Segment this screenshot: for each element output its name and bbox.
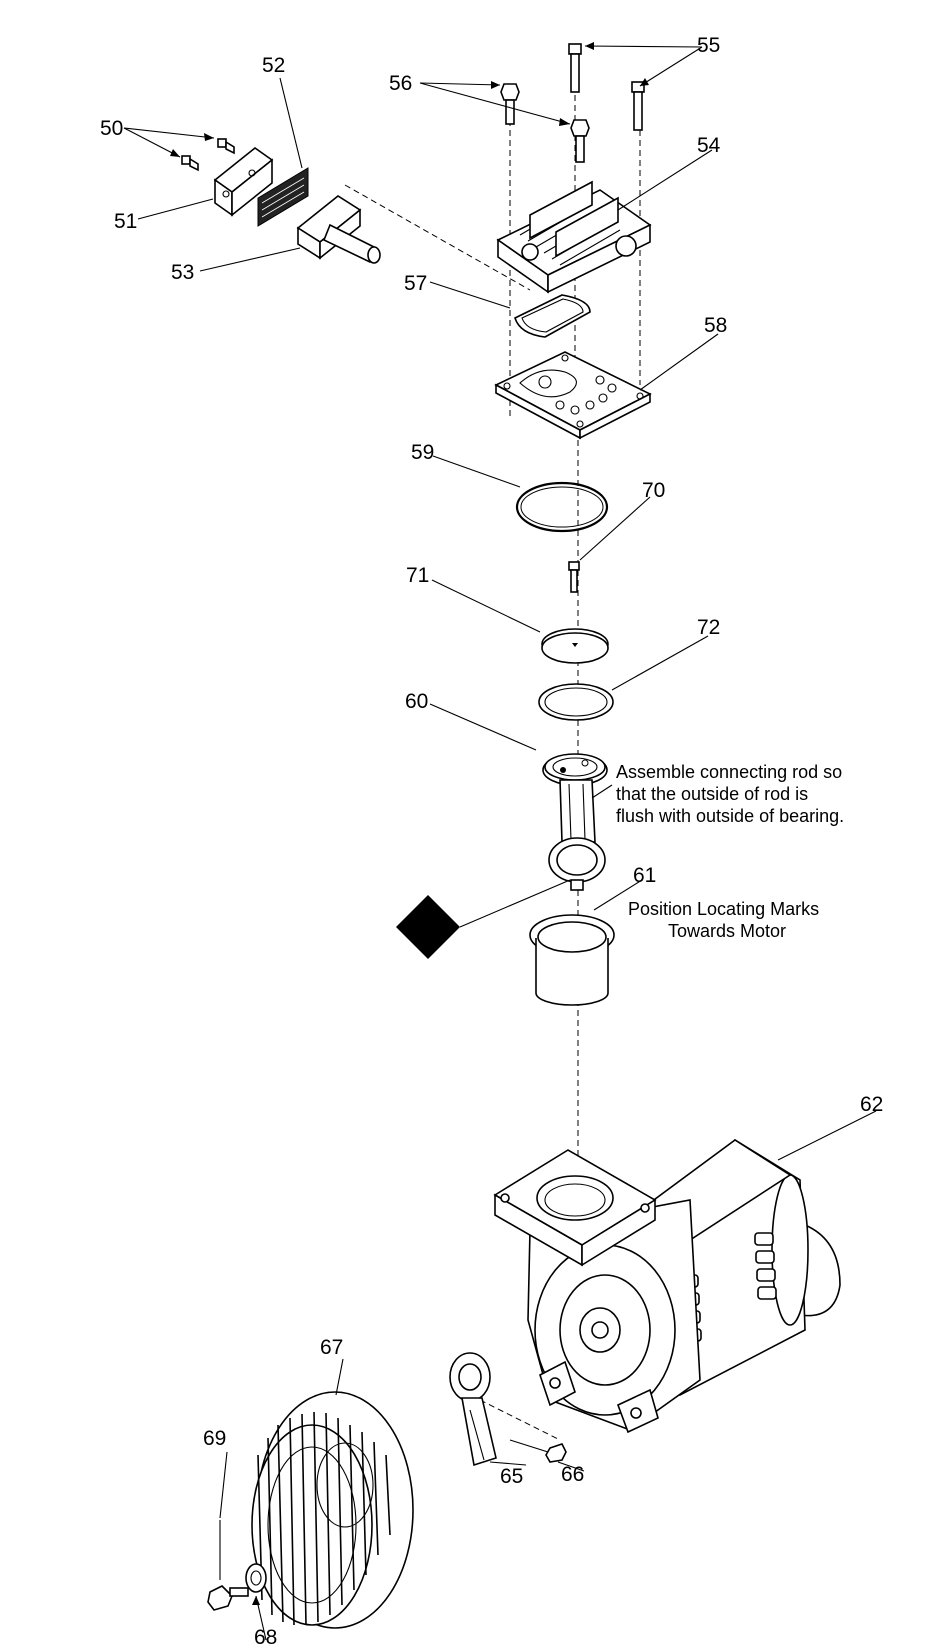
part-58-valve-plate: [494, 351, 652, 440]
label-53: 53: [171, 261, 194, 284]
part-59-o-ring: [515, 481, 609, 533]
part-52-filter-element: [257, 167, 309, 227]
note-marks-line-2: Towards Motor: [668, 921, 786, 941]
part-56-head-bolts: [500, 83, 590, 163]
label-70: 70: [642, 479, 665, 502]
label-66: 66: [561, 1463, 584, 1486]
part-50-screws: [181, 138, 235, 172]
part-60-connecting-rod: [542, 753, 608, 891]
part-67-fan: [251, 1391, 414, 1629]
label-72: 72: [697, 616, 720, 639]
part-54-cylinder-head: [496, 180, 652, 294]
label-69: 69: [203, 1427, 226, 1450]
note-marks-line-1: Position Locating Marks: [628, 899, 819, 919]
label-51: 51: [114, 210, 137, 233]
part-71-retainer-plate: [541, 628, 609, 664]
note-rod-line-3: flush with outside of bearing.: [616, 806, 844, 826]
label-52: 52: [262, 54, 285, 77]
part-55-studs: [568, 43, 645, 131]
label-60: 60: [405, 690, 428, 713]
part-66-screw: [509, 1439, 567, 1463]
label-65: 65: [500, 1465, 523, 1488]
part-51-filter-cover: [213, 146, 274, 217]
leader-arrowheads: [170, 42, 649, 1605]
label-57: 57: [404, 272, 427, 295]
label-62: 62: [860, 1093, 883, 1116]
part-72-piston-cup: [538, 683, 614, 721]
locating-mark-diamond: [396, 895, 460, 959]
assembly-notes: Assemble connecting rod so that the outs…: [616, 762, 844, 941]
label-50: 50: [100, 117, 123, 140]
label-71: 71: [406, 564, 429, 587]
leader-lines: [123, 45, 877, 1641]
part-65-bracket: [449, 1352, 497, 1467]
label-56: 56: [389, 72, 412, 95]
part-69-bolt: [207, 1520, 249, 1611]
part-53-filter-housing: [296, 195, 381, 264]
part-68-nut: [245, 1563, 267, 1593]
note-rod-line-1: Assemble connecting rod so: [616, 762, 842, 782]
label-68: 68: [254, 1626, 277, 1649]
note-rod-line-2: that the outside of rod is: [616, 784, 808, 804]
label-61: 61: [633, 864, 656, 887]
label-67: 67: [320, 1336, 343, 1359]
part-number-labels: 50 51 52 53 54 55 56 57 58 59 70 71 72 6…: [100, 34, 883, 1649]
part-62-motor-crankcase: [493, 1138, 841, 1434]
part-61-bearing: [529, 914, 615, 1006]
label-55: 55: [697, 34, 720, 57]
label-58: 58: [704, 314, 727, 337]
part-70-screw: [568, 561, 580, 593]
label-59: 59: [411, 441, 434, 464]
label-54: 54: [697, 134, 721, 157]
part-57-head-gasket: [514, 294, 591, 338]
